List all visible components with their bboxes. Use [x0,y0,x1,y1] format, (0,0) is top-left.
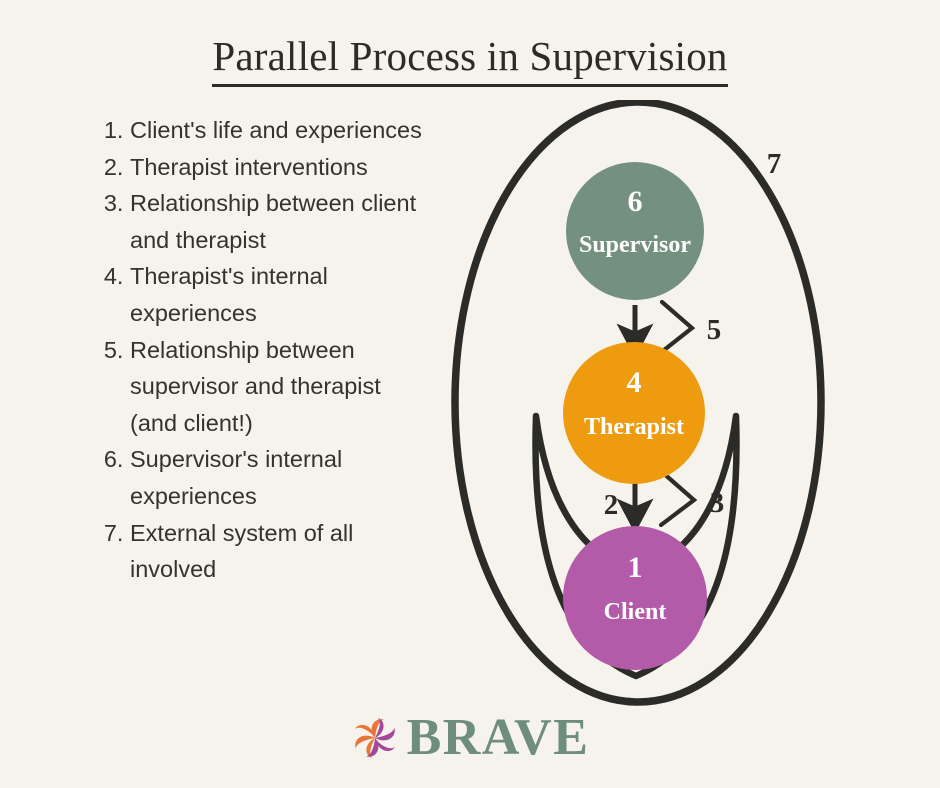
therapist-name: Therapist [584,414,684,440]
page-title: Parallel Process in Supervision [0,32,940,87]
page-title-text: Parallel Process in Supervision [212,33,728,87]
list-item: Supervisor's internal experiences [130,441,426,514]
therapist-number: 4 [627,366,642,399]
list-items: Client's life and experiences Therapist … [96,112,426,588]
list-item: External system of all involved [130,515,426,588]
pinwheel-logo-icon [354,717,395,759]
list-item: Relationship between supervisor and ther… [130,332,426,442]
list-item: Relationship between client and therapis… [130,185,426,258]
client-name: Client [604,599,667,625]
parallel-process-diagram: 6 Supervisor 4 Therapist 1 Client 5 2 3 … [440,100,870,725]
edge-label-3: 3 [710,487,725,519]
list-item: Therapist's internal experiences [130,258,426,331]
node-therapist: 4 Therapist [563,342,705,484]
brave-wordmark: BRAVE [406,709,590,766]
list-item: Client's life and experiences [130,112,426,149]
client-circle [563,526,707,670]
brave-logo: BRAVE [0,712,940,764]
relationship-bracket-5 [656,299,696,357]
supervisor-number: 6 [628,185,643,218]
relationship-bracket-3 [658,469,698,528]
numbered-list: Client's life and experiences Therapist … [96,112,426,588]
supervisor-circle [566,162,704,300]
therapist-circle [563,342,705,484]
node-client: 1 Client [563,526,707,670]
edge-label-2: 2 [604,489,619,521]
node-supervisor: 6 Supervisor [566,162,704,300]
client-number: 1 [628,551,643,584]
external-system-ellipse [451,100,825,706]
list-item: Therapist interventions [130,149,426,186]
edge-label-5: 5 [707,314,722,346]
supervisor-name: Supervisor [579,232,691,258]
edge-label-7: 7 [767,148,782,180]
